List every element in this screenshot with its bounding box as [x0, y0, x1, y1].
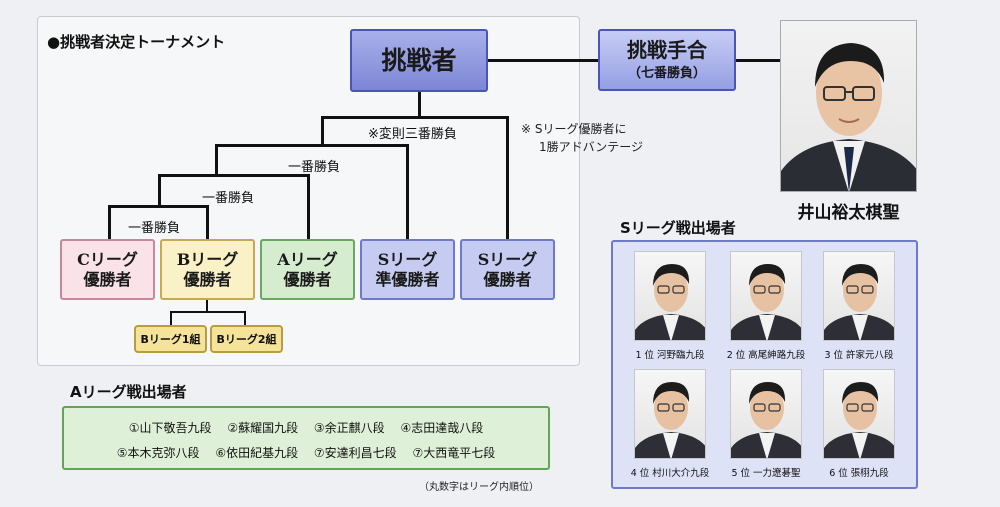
a-league-title: Aリーグ戦出場者 — [70, 383, 187, 401]
advantage-note-line1: ※ Sリーグ優勝者に — [521, 122, 627, 136]
league-box-name: Aリーグ — [277, 249, 338, 269]
league-box-name: Sリーグ — [477, 249, 538, 269]
round3-label: 一番勝負 — [288, 160, 341, 175]
player-photo — [823, 251, 895, 341]
player-caption: 2 位 高尾紳路九段 — [726, 350, 806, 361]
round2-right-stem — [307, 174, 310, 239]
round2-label: 一番勝負 — [202, 191, 255, 206]
a-player: ⑥依田紀基九段 — [215, 446, 299, 460]
player-caption: 6 位 張栩九段 — [829, 468, 889, 479]
title-holder-photo — [780, 20, 917, 192]
connector-match-holder — [736, 59, 780, 62]
a-player: ③余正麒八段 — [313, 421, 385, 435]
league-box: Sリーグ優勝者 — [460, 239, 555, 300]
player-caption: 1 位 河野臨九段 — [635, 350, 705, 361]
player-photo — [730, 251, 802, 341]
player-photo — [730, 369, 802, 459]
groups-stem — [206, 300, 208, 312]
round1-right-stem — [206, 205, 209, 239]
final-match-label: ※変則三番勝負 — [368, 127, 457, 142]
round1-bracket-bar — [108, 205, 209, 208]
round2-bracket-bar — [158, 174, 310, 177]
connector-challenger-down — [418, 92, 421, 118]
league-box-name: Sリーグ — [377, 249, 438, 269]
portrait-icon — [781, 43, 916, 191]
a-league-note: （丸数字はリーグ内順位） — [419, 482, 539, 493]
league-box: Aリーグ優勝者 — [260, 239, 355, 300]
round3-left-stem — [215, 144, 218, 176]
advantage-note: ※ Sリーグ優勝者に 1勝アドバンテージ — [521, 120, 643, 156]
s-league-title: Sリーグ戦出場者 — [620, 219, 736, 237]
league-box: Bリーグ優勝者 — [160, 239, 255, 300]
round3-right-stem — [406, 144, 409, 239]
player-photo — [823, 369, 895, 459]
league-box-rank: 優勝者 — [183, 269, 232, 289]
portrait-icon — [635, 382, 705, 458]
challenger-label: 挑戦者 — [381, 45, 457, 75]
league-box: Sリーグ準優勝者 — [360, 239, 455, 300]
portrait-icon — [824, 382, 894, 458]
a-player: ⑤本木克弥八段 — [116, 446, 200, 460]
league-box-rank: 優勝者 — [483, 269, 532, 289]
final-right-stem — [506, 116, 509, 239]
league-box-rank: 準優勝者 — [375, 269, 440, 289]
player-photo — [634, 251, 706, 341]
player-caption: 4 位 村川大介九段 — [630, 468, 710, 479]
portrait-icon — [635, 264, 705, 340]
player-photo — [634, 369, 706, 459]
league-box: Cリーグ優勝者 — [60, 239, 155, 300]
league-box-name: Bリーグ — [176, 249, 239, 269]
portrait-icon — [731, 264, 801, 340]
groups-bar — [170, 311, 246, 313]
groups-left-drop — [170, 311, 172, 325]
connector-challenger-match — [488, 59, 598, 62]
tournament-title: ●挑戦者決定トーナメント — [47, 33, 226, 51]
a-player: ⑦安達利昌七段 — [313, 446, 397, 460]
a-league-panel: ①山下敬吾九段 ②蘇耀国九段 ③余正麒八段 ④志田達哉八段 ⑤本木克弥八段 ⑥依… — [62, 406, 550, 470]
group-box-b1: Bリーグ1組 — [134, 325, 207, 353]
title-match-label: 挑戦手合 — [627, 37, 707, 62]
a-player: ④志田達哉八段 — [400, 421, 484, 435]
title-match-sub: （七番勝負） — [627, 65, 706, 81]
final-bracket-bar — [321, 116, 509, 119]
league-box-rank: 優勝者 — [83, 269, 132, 289]
a-player: ①山下敬吾九段 — [128, 421, 212, 435]
player-caption: 5 位 一力遼碁聖 — [731, 468, 801, 479]
league-box-rank: 優勝者 — [283, 269, 332, 289]
round2-left-stem — [158, 174, 161, 207]
portrait-icon — [824, 264, 894, 340]
group-box-b2: Bリーグ2組 — [210, 325, 283, 353]
round1-left-stem — [108, 205, 111, 239]
a-player: ⑦大西竜平七段 — [412, 446, 496, 460]
advantage-note-line2: 1勝アドバンテージ — [539, 140, 643, 154]
a-league-row-2: ⑤本木克弥八段 ⑥依田紀基九段 ⑦安達利昌七段 ⑦大西竜平七段 — [64, 444, 548, 461]
title-holder-caption: 井山裕太棋聖 — [797, 203, 900, 223]
player-caption: 3 位 許家元八段 — [824, 350, 894, 361]
title-match-box: 挑戦手合 （七番勝負） — [598, 29, 736, 91]
round3-bracket-bar — [215, 144, 409, 147]
groups-right-drop — [244, 311, 246, 325]
a-player: ②蘇耀国九段 — [227, 421, 299, 435]
league-box-name: Cリーグ — [77, 249, 138, 269]
a-league-row-1: ①山下敬吾九段 ②蘇耀国九段 ③余正麒八段 ④志田達哉八段 — [64, 419, 548, 436]
portrait-icon — [731, 382, 801, 458]
final-left-stem — [321, 116, 324, 146]
challenger-box: 挑戦者 — [350, 29, 488, 92]
round1-label: 一番勝負 — [128, 221, 181, 236]
